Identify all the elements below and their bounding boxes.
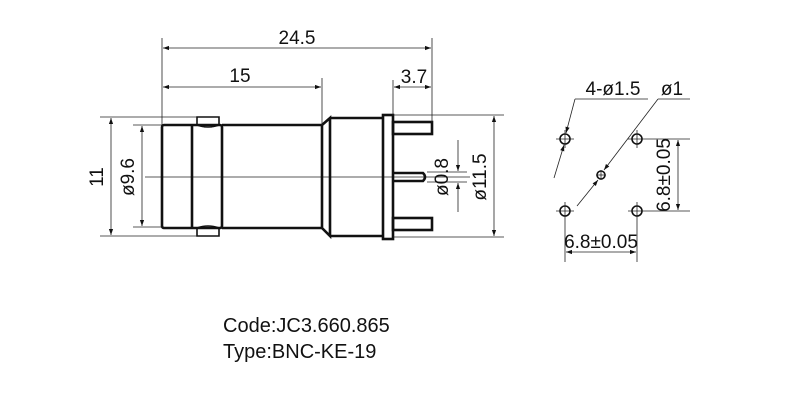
center-hole (596, 170, 606, 180)
dim-horizontal-spacing: 6.8±0.05 (564, 232, 638, 253)
side-view-dimensions: 24.5 15 3.7 11 ø9.6 ø0.8 ø11.5 (87, 28, 504, 238)
mounting-hole-top-left (556, 130, 574, 148)
dim-vertical-spacing: 6.8±0.05 (654, 138, 675, 212)
dim-mounting-holes: 4-ø1.5 (586, 79, 641, 100)
mounting-hole-bottom-right (628, 202, 690, 262)
ground-pin-top (391, 120, 434, 136)
dim-body-diameter: ø9.6 (118, 158, 139, 196)
ground-pin-bottom (391, 216, 434, 232)
dim-body-length: 15 (229, 66, 250, 87)
mounting-hole-top-right (628, 130, 690, 148)
dim-rear-diameter: ø11.5 (470, 153, 491, 200)
dim-center-hole: ø1 (661, 79, 683, 100)
mounting-hole-bottom-left (556, 202, 574, 262)
bayonet-lug-top (196, 116, 220, 128)
part-code: Code:JC3.660.865 (223, 315, 390, 337)
pcb-footprint: 4-ø1.5 ø1 6.8±0.05 6.8±0.05 (553, 79, 690, 262)
part-type: Type:BNC-KE-19 (223, 341, 377, 363)
dim-overall-length: 24.5 (279, 28, 316, 49)
center-pin (393, 171, 427, 183)
dim-center-pin-diameter: ø0.8 (432, 158, 453, 196)
bayonet-lug-bottom (196, 225, 220, 237)
connector-side-view (145, 113, 470, 241)
dim-pin-length: 3.7 (401, 67, 427, 88)
rear-flange (381, 113, 395, 241)
dim-flange-height: 11 (87, 167, 108, 187)
